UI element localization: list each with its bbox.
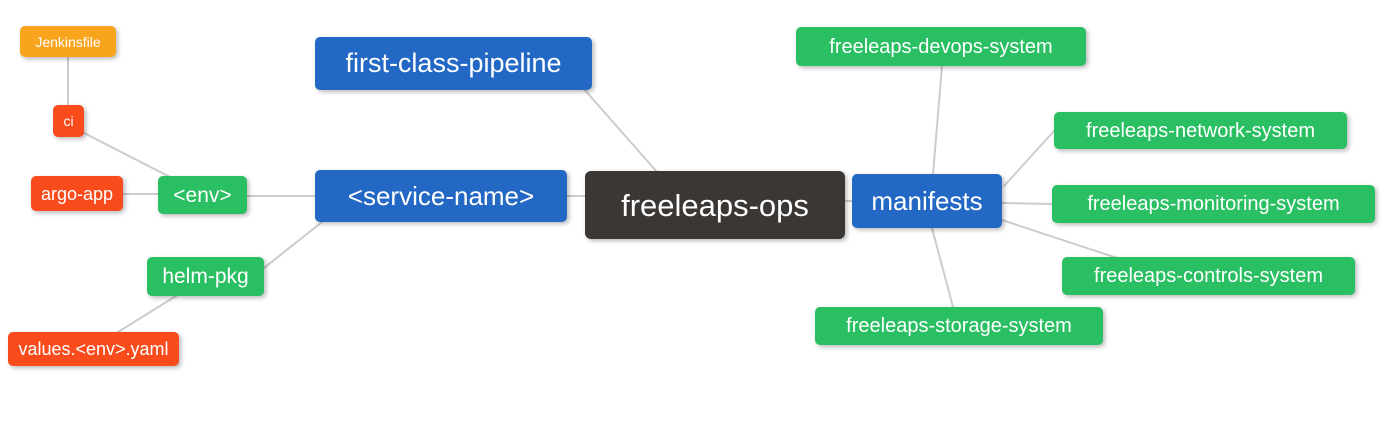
- node-values-env-yaml[interactable]: values.<env>.yaml: [8, 332, 179, 366]
- node-jenkinsfile[interactable]: Jenkinsfile: [20, 26, 116, 57]
- node-network-system[interactable]: freeleaps-network-system: [1054, 112, 1347, 149]
- edge-first-class-pipeline-to-freeleaps-ops: [582, 87, 658, 173]
- edge-values-env-yaml-to-helm-pkg: [117, 295, 177, 333]
- edge-manifests-to-storage-system: [931, 227, 954, 308]
- node-argo-app[interactable]: argo-app: [31, 176, 123, 211]
- edge-ci-to-env: [83, 132, 171, 178]
- node-helm-pkg[interactable]: helm-pkg: [147, 257, 264, 296]
- node-controls-system[interactable]: freeleaps-controls-system: [1062, 257, 1355, 295]
- node-first-class-pipeline[interactable]: first-class-pipeline: [315, 37, 592, 90]
- node-storage-system[interactable]: freeleaps-storage-system: [815, 307, 1103, 345]
- edge-manifests-to-network-system: [1003, 130, 1055, 187]
- edge-devops-system-to-manifests: [932, 65, 943, 175]
- node-devops-system[interactable]: freeleaps-devops-system: [796, 27, 1086, 66]
- edge-helm-pkg-to-service-name: [263, 221, 323, 269]
- node-env[interactable]: <env>: [158, 176, 247, 214]
- node-freeleaps-ops[interactable]: freeleaps-ops: [585, 171, 845, 239]
- node-manifests[interactable]: manifests: [852, 174, 1002, 228]
- edge-manifests-to-controls-system: [1001, 219, 1121, 260]
- edge-manifests-to-monitoring-system: [1001, 202, 1053, 205]
- node-service-name[interactable]: <service-name>: [315, 170, 567, 222]
- node-monitoring-system[interactable]: freeleaps-monitoring-system: [1052, 185, 1375, 223]
- node-ci[interactable]: ci: [53, 105, 84, 137]
